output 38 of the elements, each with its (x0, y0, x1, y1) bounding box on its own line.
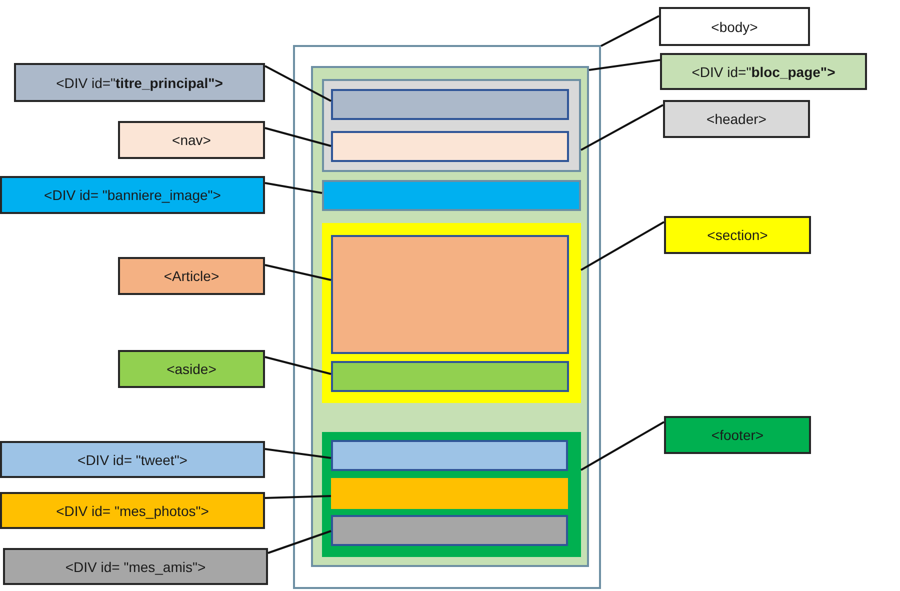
leader-line (264, 448, 332, 459)
aside-block (331, 361, 569, 392)
title-block (331, 89, 569, 120)
nav-block (331, 131, 569, 162)
article-block (331, 235, 569, 354)
tweet-block (331, 440, 568, 471)
leader-line (580, 221, 664, 271)
element-label: <DIV id= "tweet"> (0, 441, 265, 478)
leader-line (264, 264, 332, 281)
leader-line (588, 59, 660, 71)
element-label: <DIV id= "mes_amis"> (3, 548, 268, 585)
leader-line (264, 127, 332, 147)
element-label: <DIV id="bloc_page"> (660, 53, 867, 90)
body-outline (293, 45, 601, 589)
leader-line (600, 15, 660, 47)
element-label: <DIV id= "banniere_image"> (0, 176, 265, 214)
element-label: <footer> (664, 416, 811, 454)
element-label: <header> (663, 100, 810, 138)
header-block (322, 79, 581, 172)
element-label: <Article> (118, 257, 265, 295)
leader-line (264, 182, 322, 194)
element-label: <aside> (118, 350, 265, 388)
leader-line (264, 356, 332, 375)
leader-line (264, 495, 332, 499)
element-label: <section> (664, 216, 811, 254)
element-label: <DIV id= "mes_photos"> (0, 492, 265, 529)
page-block (311, 66, 589, 567)
photos-block (331, 478, 568, 509)
banner-block (322, 180, 581, 211)
leader-line (580, 421, 664, 471)
footer-block (322, 432, 581, 557)
element-label: <body> (659, 7, 810, 46)
element-label: <DIV id="titre_principal"> (14, 63, 265, 102)
section-block (322, 223, 581, 403)
leader-line (268, 530, 332, 554)
element-label: <nav> (118, 121, 265, 159)
friends-block (331, 515, 568, 546)
leader-line (580, 104, 664, 151)
